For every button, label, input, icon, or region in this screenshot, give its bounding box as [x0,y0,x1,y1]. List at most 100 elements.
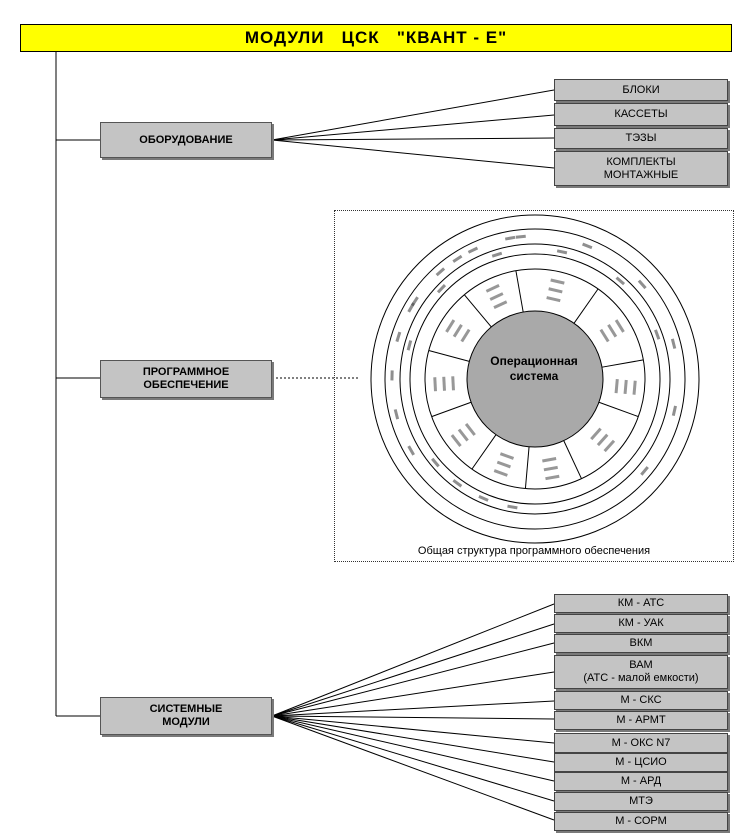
system-item-label: М - СОРМ [615,815,667,827]
system-item-label-1: ВАМ [629,659,653,671]
system-item-label: М - АРМТ [616,714,666,726]
segment-text-mark [546,296,561,303]
segment-text-mark [550,278,565,285]
segment-text-mark [485,284,500,293]
equipment-item-label-2: МОНТАЖНЫЕ [603,168,679,181]
ring-text-mark [395,331,402,343]
segment-text-mark [614,319,625,333]
system-item-label: М - АРД [620,775,662,787]
segment-divider [598,401,639,418]
segment-text-mark [499,452,515,460]
ring-text-mark [407,445,415,456]
ring-text-mark [390,370,394,381]
ring-text-mark [410,296,419,307]
system-item-m-ard: М - АРД [554,772,728,791]
segment-text-mark [433,377,438,392]
module-system-label-1: СИСТЕМНЫЕ [149,703,223,715]
equipment-item-label: БЛОКИ [622,83,660,96]
ring-text-mark [640,466,649,476]
segment-text-mark [450,434,462,448]
os-core-label-1: Операционная [490,354,578,368]
ring-text-mark [467,246,479,254]
system-item-label: МТЭ [629,795,653,807]
module-software-label-2: ОБЕСПЕЧЕНИЕ [143,379,229,391]
segment-text-mark [445,319,456,333]
segment-text-mark [460,328,471,343]
segment-text-mark [596,433,609,447]
ring-text-mark [431,457,440,468]
segment-divider [601,359,644,368]
ring-text-mark [507,504,518,510]
outer-ring [370,214,700,544]
ring-text-mark [504,235,516,241]
segment-text-mark [590,427,602,441]
system-item-label: КМ - УАК [618,617,664,629]
segment-text-mark [542,457,557,463]
segment-text-mark [489,292,504,301]
ring-text-mark [615,276,626,286]
segment-divider [428,350,470,362]
ring-text-marks [390,234,677,510]
segment-text-mark [493,469,508,477]
segment-text-mark [543,465,558,472]
segment-text-mark [548,287,563,294]
segment-text-mark [452,324,463,338]
ring-text-mark [436,284,447,294]
ring-text-mark [491,251,503,258]
equipment-item-label: ТЭЗЫ [625,132,657,144]
system-item-m-armt: М - АРМТ [554,711,728,730]
segment-text-mark [442,376,446,391]
module-equipment: ОБОРУДОВАНИЕ [100,122,272,158]
ring-text-mark [654,329,661,340]
system-item-m-tssio: М - ЦСИО [554,753,728,772]
ring-text-mark [556,249,568,255]
system-item-label-2: (АТС - малой емкости) [583,672,699,684]
segment-text-mark [545,474,560,481]
segment-divider [515,270,524,313]
system-item-mte: МТЭ [554,792,728,811]
ring-text-mark [478,495,489,502]
software-structure-frame: Общая структура программного обеспечения [334,210,734,562]
system-item-km-uak: КМ - УАК [554,614,728,633]
ring-text-mark [670,338,677,349]
module-software: ПРОГРАММНОЕ ОБЕСПЕЧЕНИЕ [100,360,272,398]
ring-text-mark [637,279,647,290]
system-item-label: М - ОКС N7 [611,736,671,749]
segment-divider [471,434,497,470]
ring-text-mark [452,254,463,263]
segment-text-mark [451,376,455,391]
ring-text-mark [393,409,400,420]
segment-dividers [428,270,644,489]
system-item-m-sorm: М - СОРМ [554,812,728,831]
system-item-vkm: ВКМ [554,634,728,653]
ring-text-mark [452,479,463,488]
equipment-item-cassettes: КАССЕТЫ [554,103,728,126]
segment-divider [563,440,582,479]
segment-divider [573,288,599,324]
system-item-m-oks: М - ОКС N7 [554,733,728,753]
segment-divider [431,401,472,418]
segment-text-mark [632,380,637,395]
system-item-label: М - ЦСИО [615,756,667,768]
software-ring-diagram [370,214,700,544]
middle-ring-inner [409,253,661,505]
segment-text-mark [496,460,511,469]
equipment-item-mounting-kits: КОМПЛЕКТЫ МОНТАЖНЫЕ [554,151,728,186]
diagram-title: МОДУЛИ ЦСК "КВАНТ - Е" [20,24,732,52]
module-system: СИСТЕМНЫЕ МОДУЛИ [100,697,272,735]
segment-text-mark [607,324,618,338]
system-item-m-sks: М - СКС [554,691,728,710]
equipment-item-label: КАССЕТЫ [614,108,668,120]
system-item-km-ats: КМ - АТС [554,594,728,613]
segment-text-mark [623,379,628,395]
segment-text-mark [599,328,610,343]
segment-text-mark [493,300,508,310]
system-item-label: М - СКС [620,694,662,706]
segment-divider [524,446,530,489]
equipment-item-blocks: БЛОКИ [554,79,728,101]
ring-text-mark [406,340,413,351]
equipment-item-label-1: КОМПЛЕКТЫ [606,155,676,168]
segment-text-mark [457,428,469,442]
middle-ring [399,243,671,515]
